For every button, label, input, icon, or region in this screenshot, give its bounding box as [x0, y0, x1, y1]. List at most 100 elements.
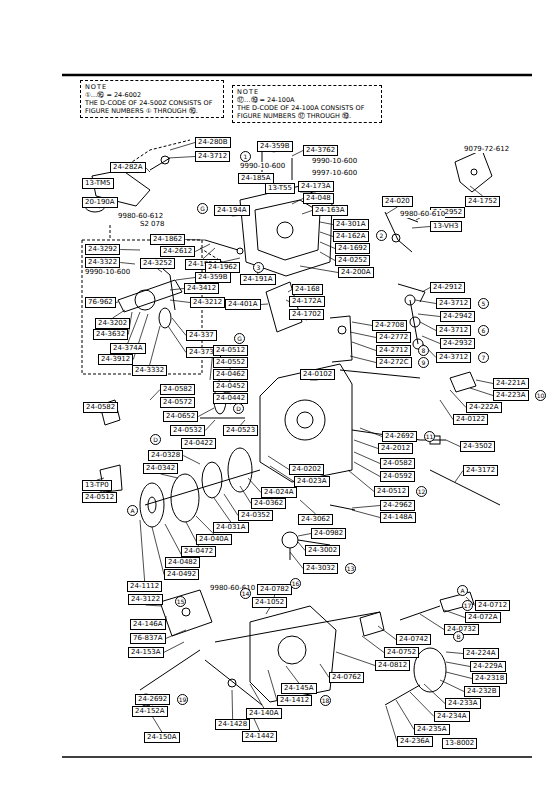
- part-number: 24-3212: [193, 298, 222, 307]
- part-number-box: 24-3202: [95, 318, 130, 329]
- part-number-box: 24-0102: [300, 369, 335, 380]
- feed-pump: [278, 636, 306, 664]
- part-label: 9990-10-600: [85, 268, 130, 276]
- leader-line: [354, 440, 378, 449]
- part-number-box: 24-0342: [143, 463, 178, 474]
- leader-line: [302, 211, 312, 215]
- part-number-box: 24-0982: [311, 528, 346, 539]
- leader-line: [444, 610, 465, 618]
- part-number-box: 76-837A: [130, 633, 166, 644]
- part-number-box: 24-0492: [164, 569, 199, 580]
- leader-line: [166, 630, 186, 639]
- leader-line: [113, 310, 125, 318]
- part-number: 24-359B: [260, 142, 290, 151]
- leader-line: [440, 400, 453, 420]
- stop-lever: [385, 212, 418, 252]
- part-number: 24-235A: [417, 725, 447, 734]
- part-number: 24-272C: [379, 358, 409, 367]
- feed-pump: [250, 606, 336, 702]
- valve-assembly: [440, 592, 474, 612]
- part-number: 13-TP0: [85, 481, 109, 490]
- leader-line: [320, 252, 335, 261]
- part-number-box: 24-3912: [98, 354, 133, 365]
- leader-line: [350, 332, 376, 338]
- valve-assembly: [385, 685, 420, 705]
- leader-line: [140, 520, 145, 581]
- fitting: [420, 372, 500, 505]
- part-label: 9990-10-600: [312, 157, 357, 165]
- part-number-box: 24-221A: [493, 378, 529, 389]
- part-number: 24-3762: [306, 146, 335, 155]
- part-number-box: 24-3712: [436, 352, 471, 363]
- leader-line: [250, 684, 264, 708]
- part-number: 24-282A: [113, 163, 143, 172]
- part-number-box: 24-0752: [384, 647, 419, 658]
- part-number: 24-3502: [463, 442, 492, 451]
- leader-line: [170, 300, 190, 303]
- part-number: 24-200A: [341, 268, 371, 277]
- part-number-box: 24-3252: [140, 258, 175, 269]
- leader-line: [168, 326, 186, 353]
- part-number: 24-3912: [101, 355, 130, 364]
- part-number: 24-145A: [284, 684, 314, 693]
- part-number-box: 24-0252: [335, 255, 370, 266]
- bolts: [330, 316, 352, 362]
- leader-line: [298, 542, 305, 551]
- part-number: 24-3062: [301, 515, 330, 524]
- solenoid: [330, 505, 355, 510]
- part-number-box: 24-234A: [434, 711, 470, 722]
- leader-line: [248, 478, 261, 493]
- part-number: 24-3322: [88, 258, 117, 267]
- part-label: 9980-60-612: [118, 212, 163, 220]
- callout-number: 18: [320, 695, 331, 706]
- callout-number: 8: [418, 345, 429, 356]
- part-number-box: 24-1428: [215, 719, 250, 730]
- part-number-box: 24-0122: [453, 414, 488, 425]
- adjust-lever: [85, 156, 170, 212]
- part-number-box: 24-3332: [132, 365, 167, 376]
- part-number: 24-023A: [297, 477, 327, 486]
- part-number: 24-280B: [198, 138, 228, 147]
- part-number-box: 13-T55: [265, 183, 295, 194]
- part-number: 24-301A: [336, 220, 366, 229]
- stop-lever: [392, 234, 400, 242]
- part-number: 24-0472: [184, 547, 213, 556]
- note-text: ①…⑯ = 24-6002: [85, 91, 219, 99]
- part-number-box: 24-040A: [196, 534, 232, 545]
- part-number-box: 24-0482: [165, 557, 200, 568]
- part-number: 24-3332: [135, 366, 164, 375]
- part-number-box: 24-235A: [414, 724, 450, 735]
- part-number: 24-0102: [303, 370, 332, 379]
- part-number: 24-040A: [199, 535, 229, 544]
- leader-line: [450, 390, 466, 408]
- part-number: 24-2708: [375, 321, 404, 330]
- part-number: 13-VH3: [433, 222, 459, 231]
- part-label: S2 078: [140, 220, 164, 228]
- governor-parts: [155, 262, 175, 310]
- part-number: 24-0552: [216, 358, 245, 367]
- part-number: 24-0328: [151, 451, 180, 460]
- gears: [145, 470, 260, 505]
- part-number: 24-0342: [146, 464, 175, 473]
- pump-housing: [340, 370, 420, 378]
- part-number-box: 24-162A: [333, 231, 369, 242]
- leader-line: [165, 524, 183, 557]
- part-number: 24-3032: [306, 564, 335, 573]
- part-number-box: 24-236A: [397, 736, 433, 747]
- callout-number: 2: [376, 230, 387, 241]
- leader-line: [470, 186, 483, 196]
- part-number: 24-163A: [315, 206, 345, 215]
- part-number: 24-222A: [469, 403, 499, 412]
- part-number-box: 24-140A: [246, 708, 282, 719]
- part-number-box: 24-173A: [298, 181, 334, 192]
- part-number: 24-359B: [198, 273, 228, 282]
- gears: [200, 418, 245, 419]
- part-number: 24-0252: [338, 256, 367, 265]
- part-number-box: 24-2712: [376, 345, 411, 356]
- frame-rule: [62, 74, 532, 77]
- part-number: 24-2012: [381, 444, 410, 453]
- part-number: 24-0422: [184, 439, 213, 448]
- part-number-box: 24-401A: [225, 299, 261, 310]
- gears: [140, 483, 164, 527]
- solenoid: [282, 505, 355, 560]
